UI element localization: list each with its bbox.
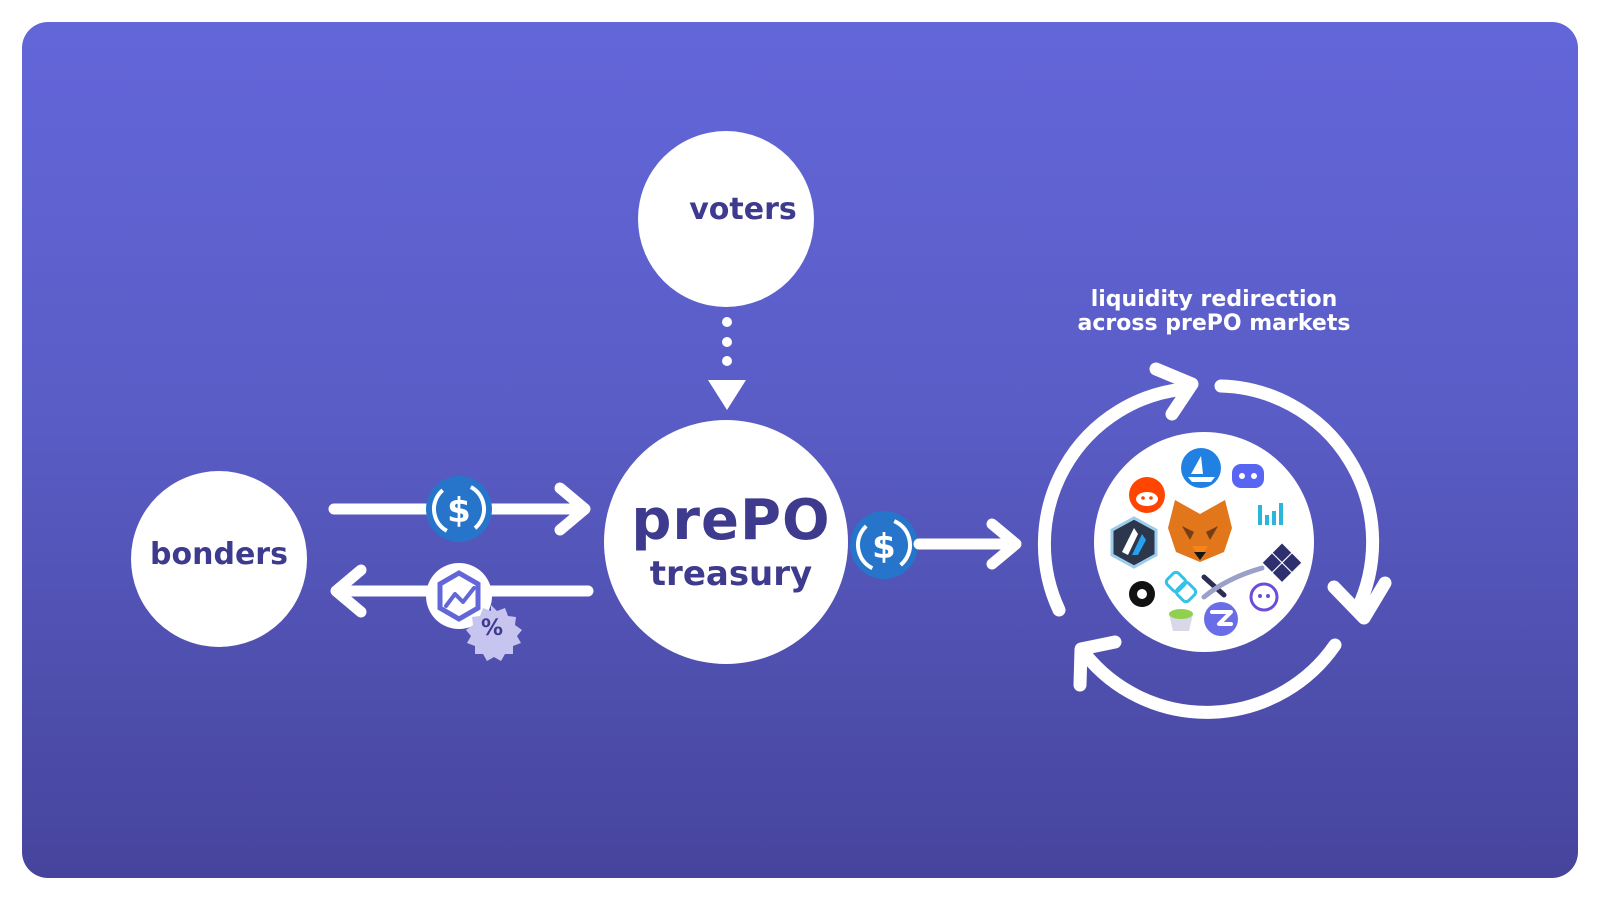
voters-label: voters	[689, 192, 797, 227]
treasury-node	[604, 420, 848, 664]
liquidity-caption-line2: across prePO markets	[1077, 311, 1351, 336]
usdc-outflow-coin-icon: $	[850, 511, 918, 579]
opensea-icon	[1181, 448, 1221, 488]
reddit-icon	[1129, 477, 1165, 513]
diagram-canvas: $ $	[22, 22, 1578, 878]
usdc-coin-icon: $	[426, 476, 492, 542]
x-swoosh-icon	[1201, 565, 1265, 600]
ghost-icon	[1249, 582, 1279, 612]
liquidity-caption-line1: liquidity redirection	[1090, 287, 1338, 312]
arbitrum-icon	[1110, 516, 1158, 569]
metamask-fox-icon	[1168, 500, 1232, 562]
bar-chart-icon	[1258, 503, 1283, 525]
flow-diagram: $ $	[131, 131, 1392, 719]
bonders-label: bonders	[150, 537, 288, 572]
matcha-cup-icon	[1169, 609, 1193, 631]
black-token-icon	[1129, 581, 1155, 607]
svg-text:$: $	[872, 527, 896, 567]
treasury-label: treasury	[649, 554, 813, 594]
liquidity-caption: liquidity redirection across prePO marke…	[1054, 288, 1374, 336]
gemini-icon	[1164, 570, 1198, 604]
discord-icon	[1232, 464, 1264, 488]
percent-symbol: %	[480, 616, 504, 641]
bonders-node	[131, 471, 307, 647]
svg-text:$: $	[447, 491, 471, 531]
bond-token-icon	[426, 563, 492, 629]
voters-dotted-connector	[708, 317, 746, 410]
cycle-arrows	[1037, 362, 1392, 719]
prepo-brand-label: prePO	[631, 488, 831, 553]
market-logos	[1110, 448, 1302, 636]
diamond-cluster-icon	[1262, 543, 1302, 582]
percent-badge-icon	[466, 605, 522, 661]
zerion-icon	[1204, 602, 1238, 636]
voters-node	[638, 131, 814, 307]
liquidity-outflow-arrow	[913, 518, 1022, 570]
